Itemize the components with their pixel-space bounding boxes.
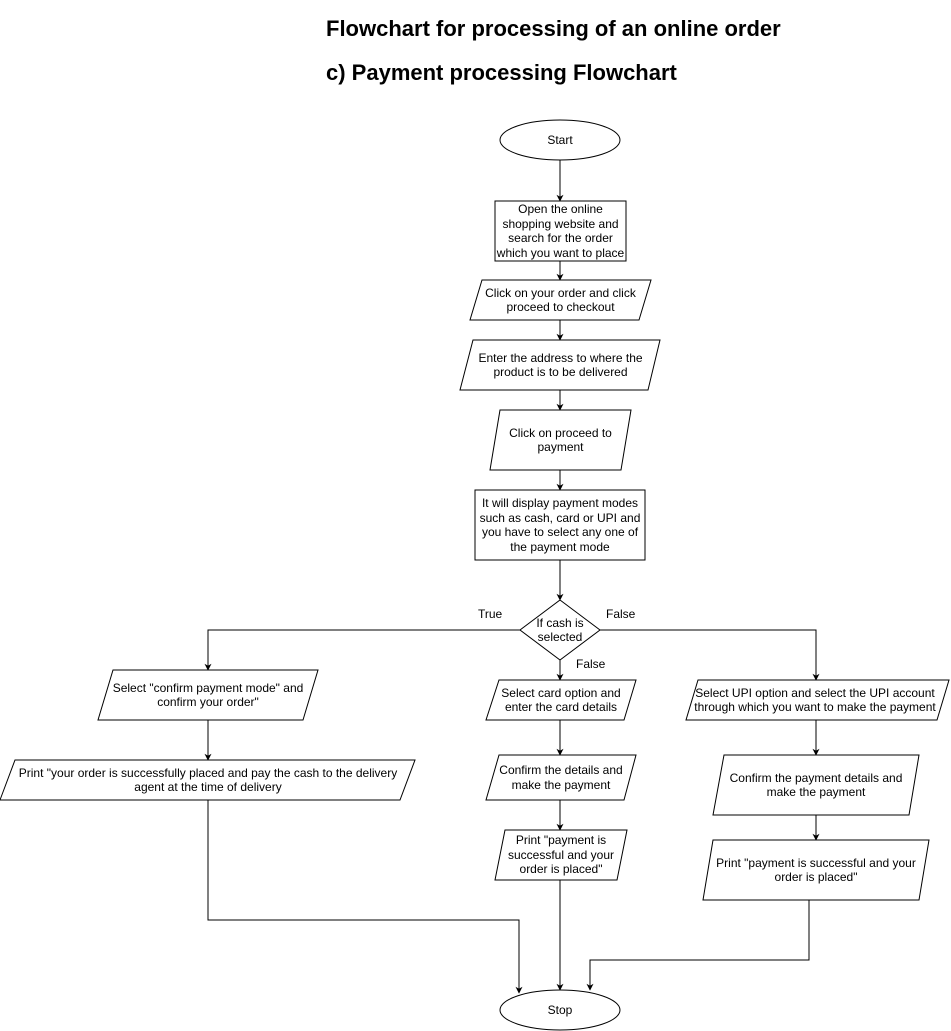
upi-confirm-label: Confirm the payment details and make the…: [729, 770, 903, 800]
upi-print-io-shape: [702, 839, 930, 901]
card-confirm-node: Confirm the details and make the payment: [496, 755, 626, 800]
cash-print-node: Print "your order is successfully placed…: [12, 760, 404, 800]
edge-cash-print-to-stop: [207, 800, 523, 994]
start-node: Start: [500, 125, 620, 155]
address-io-shape: [459, 339, 661, 391]
display-modes-process-shape: [474, 489, 646, 561]
open-site-node: Open the online shopping website and sea…: [495, 201, 626, 261]
checkout-node: Click on your order and click proceed to…: [482, 280, 639, 320]
proceed-payment-label: Click on proceed to payment: [509, 425, 612, 455]
upi-confirm-io-shape: [712, 754, 920, 816]
decision-label: If cash is selected: [536, 615, 584, 645]
true-branch-label: True: [478, 607, 503, 621]
card-confirm-label: Confirm the details and make the payment: [499, 763, 623, 792]
card-print-io-shape: [494, 829, 628, 881]
card-confirm-io-shape: [485, 754, 637, 801]
cash-confirm-node: Select "confirm payment mode" and confir…: [110, 670, 306, 720]
page-title: Flowchart for processing of an online or…: [326, 16, 781, 41]
upi-select-node: Select UPI option and select the UPI acc…: [690, 680, 940, 720]
open-site-process-shape: [494, 200, 627, 262]
false-right-branch-label: False: [606, 607, 636, 621]
proceed-payment-io-shape: [489, 409, 632, 471]
card-print-node: Print "payment is successful and your or…: [503, 830, 619, 880]
decision-node: If cash is selected: [530, 613, 590, 647]
card-select-node: Select card option and enter the card de…: [496, 680, 626, 720]
false-down-branch-label: False: [576, 657, 606, 671]
open-site-label: Open the online shopping website and sea…: [496, 202, 625, 260]
card-print-label: Print "payment is successful and your or…: [507, 833, 615, 877]
address-label: Enter the address to where the product i…: [478, 350, 643, 380]
checkout-io-shape: [469, 279, 652, 321]
upi-select-label: Select UPI option and select the UPI acc…: [694, 685, 936, 715]
upi-print-label: Print "payment is successful and your or…: [716, 855, 916, 885]
display-modes-node: It will display payment modes such as ca…: [475, 490, 645, 560]
edge-decision-false-to-upi: [600, 629, 820, 681]
display-modes-label: It will display payment modes such as ca…: [479, 496, 641, 554]
edge-decision-true-to-cash: [204, 629, 520, 671]
card-select-label: Select card option and enter the card de…: [501, 685, 621, 715]
proceed-payment-node: Click on proceed to payment: [500, 410, 621, 470]
upi-confirm-node: Confirm the payment details and make the…: [722, 755, 910, 815]
cash-confirm-io-shape: [97, 669, 319, 721]
edge-upi-print-to-stop: [586, 900, 810, 991]
checkout-label: Click on your order and click proceed to…: [485, 285, 636, 315]
address-node: Enter the address to where the product i…: [473, 340, 648, 390]
stop-label: Stop: [547, 1002, 573, 1017]
stop-node: Stop: [500, 995, 620, 1025]
upi-select-io-shape: [685, 679, 950, 721]
cash-confirm-label: Select "confirm payment mode" and confir…: [112, 680, 304, 710]
page-subtitle: c) Payment processing Flowchart: [326, 60, 677, 85]
upi-print-node: Print "payment is successful and your or…: [712, 840, 920, 900]
cash-print-label: Print "your order is successfully placed…: [18, 765, 398, 795]
card-select-io-shape: [485, 679, 637, 721]
start-label: Start: [547, 132, 573, 147]
cash-print-io-shape: [0, 759, 416, 801]
